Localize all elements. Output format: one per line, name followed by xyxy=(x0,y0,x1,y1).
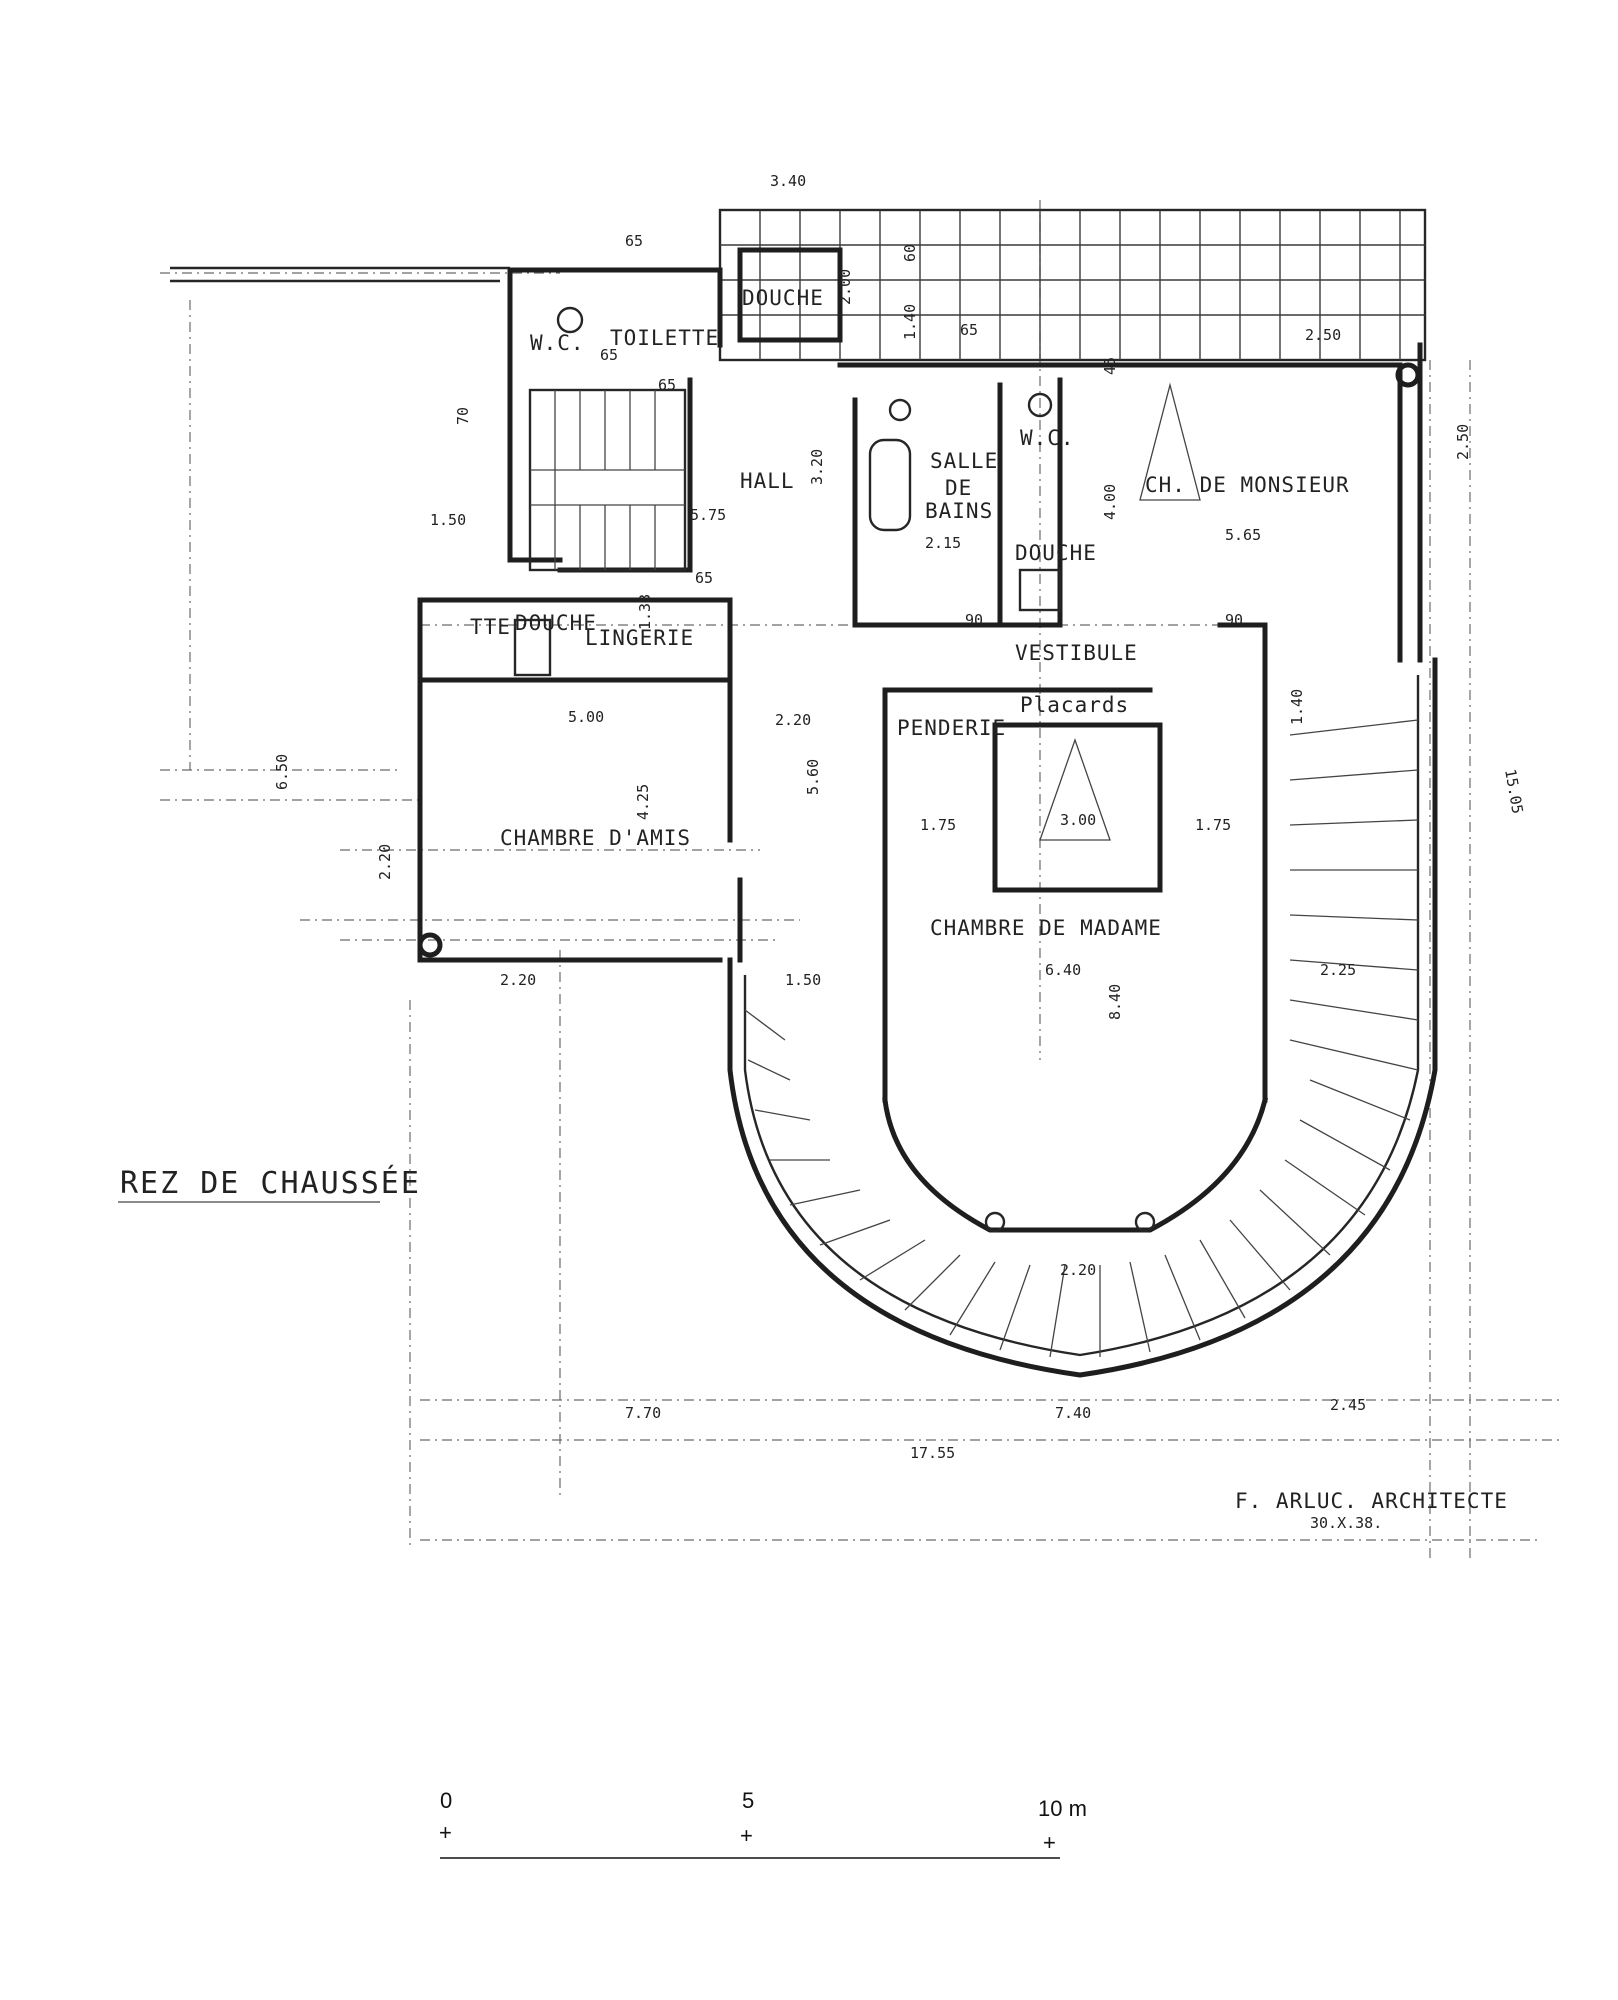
label-chambre-amis: CHAMBRE D'AMIS xyxy=(500,826,691,850)
scale-tick-0: + xyxy=(439,1820,452,1845)
dim-150b: 1.50 xyxy=(785,971,821,989)
dim-425: 4.25 xyxy=(634,784,652,820)
label-salle-3: BAINS xyxy=(925,499,993,523)
main-walls xyxy=(417,247,1438,1378)
dim-215: 2.15 xyxy=(925,534,961,552)
scale-tick-5: + xyxy=(740,1823,753,1848)
dim-640: 6.40 xyxy=(1045,961,1081,979)
dim-90b: 90 xyxy=(1225,611,1243,629)
washbasin xyxy=(888,398,912,422)
scale-bar: 0 5 10 m + + + xyxy=(439,1788,1087,1859)
drawing-date: 30.X.38. xyxy=(1310,1514,1382,1532)
dim-90a: 90 xyxy=(965,611,983,629)
architect-signature: F. ARLUC. ARCHITECTE xyxy=(1235,1489,1508,1513)
scale-tick-10: + xyxy=(1043,1830,1056,1855)
wc-bowl-bath xyxy=(1027,392,1053,418)
label-wc-top: W.C. xyxy=(530,331,585,355)
dim-65b: 65 xyxy=(658,376,676,394)
column-left xyxy=(417,932,443,958)
bathtub xyxy=(868,438,912,532)
column-madame-left xyxy=(984,1211,1006,1233)
dim-70: 70 xyxy=(454,407,472,425)
scale-label-0: 0 xyxy=(440,1788,452,1813)
column-madame-right xyxy=(1134,1211,1156,1233)
dim-60: 60 xyxy=(901,244,919,262)
scale-label-10: 10 m xyxy=(1038,1796,1087,1821)
dim-565: 5.65 xyxy=(1225,526,1261,544)
dim-45: 45 xyxy=(1101,357,1119,375)
label-toilette-small: TTE xyxy=(470,615,511,639)
bed-monsieur xyxy=(1139,382,1201,501)
dim-150a: 1.50 xyxy=(430,511,466,529)
dim-133: 1.33 xyxy=(636,594,654,630)
dim-65d: 65 xyxy=(960,321,978,339)
fixtures xyxy=(417,306,1421,1233)
dim-175a: 1.75 xyxy=(920,816,956,834)
label-lingerie: LINGERIE xyxy=(585,626,694,650)
dim-140: 1.40 xyxy=(901,304,919,340)
dim-220a: 2.20 xyxy=(775,711,811,729)
label-ch-monsieur: CH. DE MONSIEUR xyxy=(1145,473,1350,497)
dim-65c: 65 xyxy=(695,569,713,587)
dim-300: 3.00 xyxy=(1060,811,1096,829)
dim-770: 7.70 xyxy=(625,1404,661,1422)
dimension-labels: 3.40 65 65 65 65 65 2.00 1.40 60 2.50 45… xyxy=(273,172,1527,1462)
label-hall: HALL xyxy=(740,469,795,493)
dim-65a: 65 xyxy=(625,232,643,250)
room-labels: HALL W.C. TOILETTE DOUCHE SALLE DE BAINS… xyxy=(470,286,1350,940)
dim-220c: 2.20 xyxy=(500,971,536,989)
wc-bowl-top xyxy=(556,306,584,334)
label-vestibule: VESTIBULE xyxy=(1015,641,1138,665)
shower-tray-small xyxy=(513,618,552,677)
dim-400: 4.00 xyxy=(1101,484,1119,520)
dim-175b: 1.75 xyxy=(1195,816,1231,834)
dim-220d: 2.20 xyxy=(1060,1261,1096,1279)
dim-340: 3.40 xyxy=(770,172,806,190)
construction-lines xyxy=(160,200,1560,1560)
dim-840: 8.40 xyxy=(1106,984,1124,1020)
dim-560: 5.60 xyxy=(804,759,822,795)
drawing-title-block: REZ DE CHAUSSÉE F. ARLUC. ARCHITECTE 30.… xyxy=(118,1165,1508,1532)
scale-label-5: 5 xyxy=(742,1788,754,1813)
dim-575: 5.75 xyxy=(690,506,726,524)
label-toilette: TOILETTE xyxy=(610,326,719,350)
label-douche-small: DOUCHE xyxy=(515,611,597,635)
label-douche-top: DOUCHE xyxy=(742,286,824,310)
label-penderie: PENDERIE xyxy=(897,716,1006,740)
dim-1755: 17.55 xyxy=(910,1444,955,1462)
column-right xyxy=(1395,362,1421,388)
dim-740: 7.40 xyxy=(1055,1404,1091,1422)
dim-200: 2.00 xyxy=(836,269,854,305)
dim-65e: 65 xyxy=(600,346,618,364)
label-chambre-madame: CHAMBRE DE MADAME xyxy=(930,916,1162,940)
drawing-title: REZ DE CHAUSSÉE xyxy=(120,1165,421,1201)
dim-1505: 15.05 xyxy=(1501,768,1527,816)
stairs xyxy=(528,388,1419,1358)
bed-madame xyxy=(1039,738,1111,841)
left-terrace xyxy=(170,266,510,283)
label-salle-2: DE xyxy=(945,476,972,500)
dim-140b: 1.40 xyxy=(1288,689,1306,725)
dim-650: 6.50 xyxy=(273,754,291,790)
dim-245: 2.45 xyxy=(1330,1396,1366,1414)
dim-320: 3.20 xyxy=(808,449,826,485)
dim-220b: 2.20 xyxy=(376,844,394,880)
dim-225: 2.25 xyxy=(1320,961,1356,979)
shower-tray xyxy=(1018,568,1062,612)
label-placards: Placards xyxy=(1020,693,1129,717)
label-salle-1: SALLE xyxy=(930,449,998,473)
dim-250a: 2.50 xyxy=(1305,326,1341,344)
dim-500: 5.00 xyxy=(568,708,604,726)
label-wc-bath: W.C. xyxy=(1020,426,1075,450)
label-douche-bath: DOUCHE xyxy=(1015,541,1097,565)
dim-250b: 2.50 xyxy=(1454,424,1472,460)
